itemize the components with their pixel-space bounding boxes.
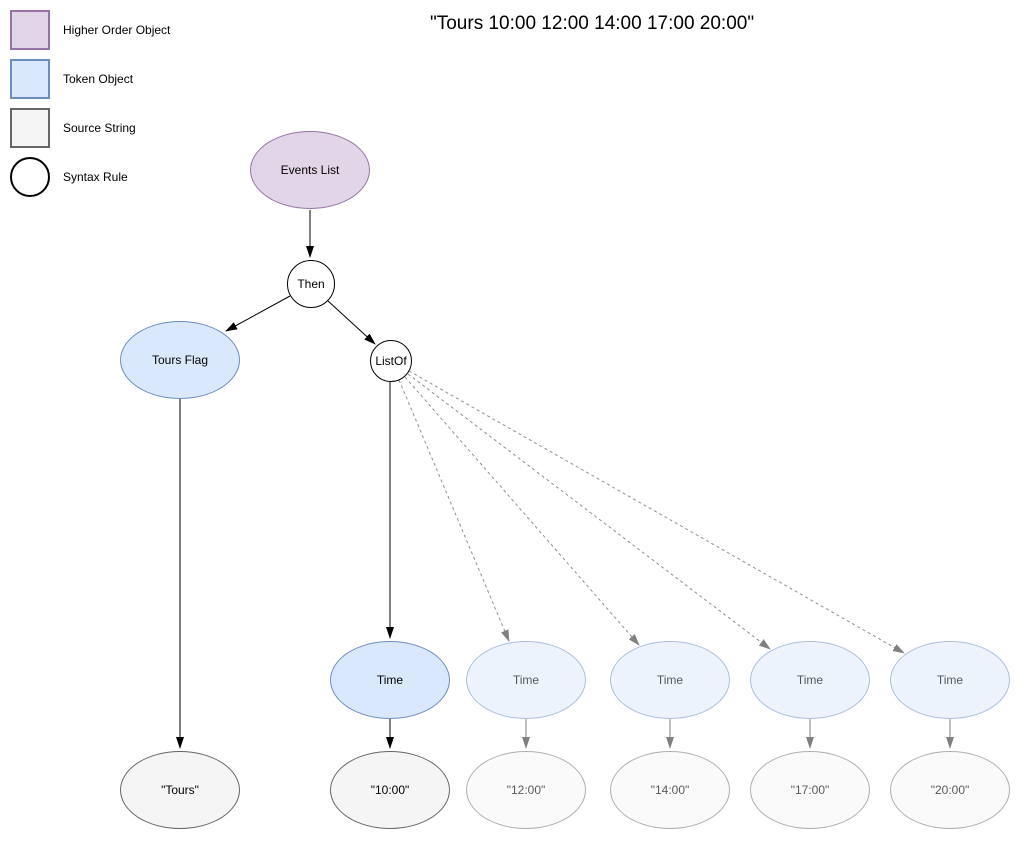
node-time-2: Time	[466, 641, 586, 719]
node-events-list: Events List	[250, 131, 370, 209]
legend-item-syntax-rule: Syntax Rule	[10, 157, 170, 197]
node-src-1000: "10:00"	[330, 751, 450, 829]
higher-order-object-swatch	[10, 10, 50, 50]
node-label: Time	[512, 673, 540, 687]
legend-item-token-object: Token Object	[10, 59, 170, 99]
legend: Higher Order Object Token Object Source …	[10, 10, 170, 206]
token-object-swatch	[10, 59, 50, 99]
node-label: ListOf	[375, 354, 407, 368]
node-time-4: Time	[750, 641, 870, 719]
node-label: "10:00"	[370, 783, 410, 797]
legend-label: Token Object	[63, 72, 134, 86]
node-time-5: Time	[890, 641, 1010, 719]
edge-listof-to-time3-dashed	[404, 376, 640, 646]
edge-listof-to-time5-dashed	[408, 370, 905, 654]
legend-label: Higher Order Object	[63, 23, 171, 37]
node-src-tours: "Tours"	[120, 751, 240, 829]
node-label: "20:00"	[930, 783, 970, 797]
edge-then-to-tours-flag	[225, 295, 291, 332]
source-string-title: "Tours 10:00 12:00 14:00 17:00 20:00"	[430, 13, 755, 34]
legend-label: Syntax Rule	[63, 170, 128, 184]
edge-listof-to-time2-dashed	[398, 379, 510, 642]
edge-listof-to-time4-dashed	[407, 373, 771, 650]
node-label: "12:00"	[506, 783, 546, 797]
node-src-1700: "17:00"	[750, 751, 870, 829]
legend-item-higher-order-object: Higher Order Object	[10, 10, 170, 50]
node-label: Tours Flag	[151, 353, 209, 367]
node-time-1: Time	[330, 641, 450, 719]
node-src-2000: "20:00"	[890, 751, 1010, 829]
node-label: "17:00"	[790, 783, 830, 797]
node-time-3: Time	[610, 641, 730, 719]
node-label: Time	[656, 673, 684, 687]
legend-item-source-string: Source String	[10, 108, 170, 148]
node-label: Time	[796, 673, 824, 687]
node-label: Time	[376, 673, 404, 687]
syntax-rule-swatch	[10, 157, 50, 197]
node-then: Then	[287, 260, 335, 308]
node-label: "Tours"	[161, 783, 199, 797]
legend-label: Source String	[63, 121, 136, 135]
node-src-1200: "12:00"	[466, 751, 586, 829]
node-label: Events List	[280, 163, 340, 177]
node-label: Then	[297, 277, 325, 291]
node-label: Time	[936, 673, 964, 687]
node-src-1400: "14:00"	[610, 751, 730, 829]
edge-then-to-listof	[327, 300, 376, 345]
node-label: "14:00"	[650, 783, 690, 797]
node-listof: ListOf	[370, 340, 412, 382]
node-tours-flag: Tours Flag	[120, 321, 240, 399]
source-string-swatch	[10, 108, 50, 148]
